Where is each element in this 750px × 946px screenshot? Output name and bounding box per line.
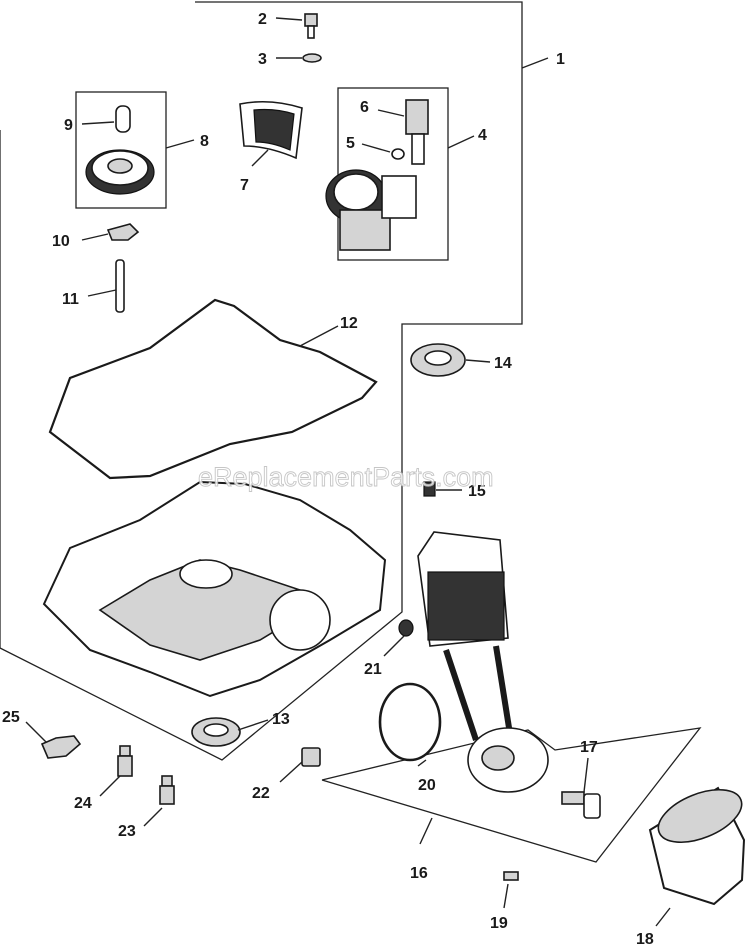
watermark-text: eReplacementParts.com [198,462,494,492]
callout-14: 14 [494,355,512,372]
bolt-small-part [117,745,133,777]
callout-10: 10 [52,233,70,250]
callout-8: 8 [200,133,209,150]
pin-part [115,105,131,133]
crank-seal-part [191,717,241,747]
seal-part [410,343,466,377]
assembly-frame-oil-pump [337,87,449,261]
drain-plug-part [301,747,321,767]
gasket-part [48,298,378,480]
callout-4: 4 [478,127,487,144]
callout-23: 23 [118,823,136,840]
callout-16: 16 [410,865,428,882]
callout-13: 13 [272,711,290,728]
callout-3: 3 [258,51,267,68]
callout-19: 19 [490,915,508,932]
pipe-plug-part [398,619,414,637]
lock-tab-part [106,223,140,241]
o-ring-part [378,682,442,762]
callout-12: 12 [340,315,358,332]
callout-24: 24 [74,795,92,812]
adapter-fitting-part [561,791,601,819]
oil-filter-part [648,786,746,906]
callout-21: 21 [364,661,382,678]
callout-numbers: 2 3 1 4 5 6 7 8 9 10 11 12 14 15 13 21 2… [2,11,654,946]
washer-part [302,53,322,63]
callout-18: 18 [636,931,654,946]
assembly-frame-gear [75,91,167,209]
sensor-part [40,735,82,759]
clip-part [503,871,519,881]
shaft-part [115,259,125,313]
callout-5: 5 [346,135,355,152]
fitting-part [405,99,429,165]
plug-part [423,481,436,497]
o-ring-small-part [391,148,405,160]
oil-cooler-part [417,531,549,793]
callout-17: 17 [580,739,598,756]
callout-6: 6 [360,99,369,116]
assembly-frame-main [0,1,523,761]
gear-part [85,149,155,195]
callout-11: 11 [62,291,79,308]
callout-9: 9 [64,117,73,134]
callout-15: 15 [468,483,486,500]
callout-1: 1 [556,51,565,68]
bolt-part [304,13,318,39]
oil-pump-part [325,169,417,251]
callout-2: 2 [258,11,267,28]
callout-25: 25 [2,709,20,726]
screw-part [159,775,175,805]
oil-pan-part [42,480,387,698]
leader-lines [25,17,671,927]
callout-20: 20 [418,777,436,794]
callout-7: 7 [240,177,249,194]
callout-22: 22 [252,785,270,802]
bushing-part [239,100,303,160]
